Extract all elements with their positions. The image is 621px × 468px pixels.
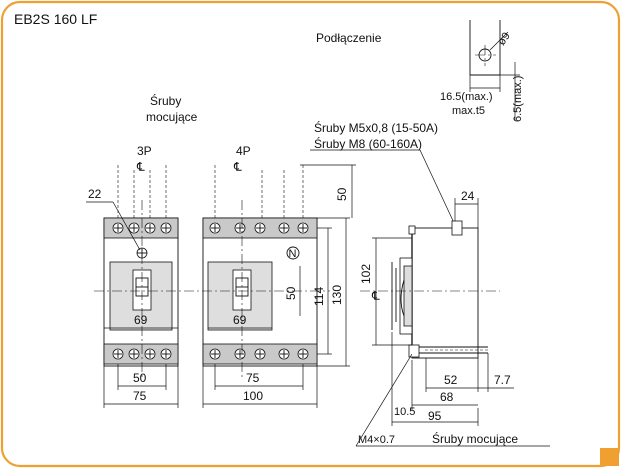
dim-100: 100 (243, 389, 263, 403)
side-dimensions: 24 102 52 7.7 68 10.5 95 (359, 189, 514, 426)
m4-label: M4×0.7 (358, 434, 395, 446)
connection-detail: Podłączenie ø9 16.5(max.) max.t5 6.5(max… (316, 20, 524, 122)
center-mark-side: ℄ (371, 289, 380, 303)
connection-height: 6.5(max.) (512, 76, 524, 122)
connection-width: 16.5(max.) (440, 91, 493, 103)
center-mark-4p: ℄ (233, 160, 242, 174)
center-mark-3p: ℄ (136, 160, 145, 174)
model-title: EB2S 160 LF (14, 11, 97, 27)
dim-75-4p: 75 (246, 371, 260, 385)
dim-22: 22 (88, 187, 102, 201)
dim-24: 24 (461, 189, 475, 203)
front-view-4p: N ℄ (202, 160, 318, 367)
dim-10-5: 10.5 (394, 406, 415, 418)
mounting-screws-label-2: mocujące (146, 110, 198, 124)
dim-114: 114 (312, 287, 326, 306)
terminal-screws-line2: Śruby M8 (60-160A) (314, 136, 422, 151)
dim-102: 102 (359, 264, 373, 284)
dim-52: 52 (444, 373, 458, 387)
dim-130: 130 (330, 285, 344, 305)
dim-7-7: 7.7 (494, 373, 511, 387)
dim-68: 68 (440, 390, 454, 404)
dim-95: 95 (428, 409, 442, 423)
front-view-3p: ℄ (103, 160, 179, 367)
dim-50-3p: 50 (133, 371, 147, 385)
terminal-screws-line1: Śruby M5x0,8 (15-50A) (314, 120, 438, 135)
bottom-screws-label: Śruby mocujące (432, 431, 518, 446)
connection-label: Podłączenie (316, 31, 382, 45)
frame-corner-accent (600, 448, 619, 466)
mounting-screws-label-1: Śruby (150, 93, 181, 108)
dim-50-mid: 50 (284, 286, 298, 300)
dim-50-top: 50 (335, 187, 349, 201)
mounting-hole (408, 344, 420, 358)
neutral-circle (286, 246, 300, 260)
front-dimensions: 22 69 69 50 75 75 100 50 50 (86, 164, 356, 408)
neutral-symbol: N (289, 248, 297, 260)
top-terminal (451, 220, 463, 236)
side-view: ℄ (360, 220, 500, 359)
dim-69-4p: 69 (233, 313, 247, 327)
connection-thickness: max.t5 (452, 105, 485, 117)
dim-75-3p: 75 (133, 389, 147, 403)
dim-69-3p: 69 (134, 313, 148, 327)
label-4p: 4P (236, 144, 251, 158)
label-3p: 3P (137, 144, 152, 158)
